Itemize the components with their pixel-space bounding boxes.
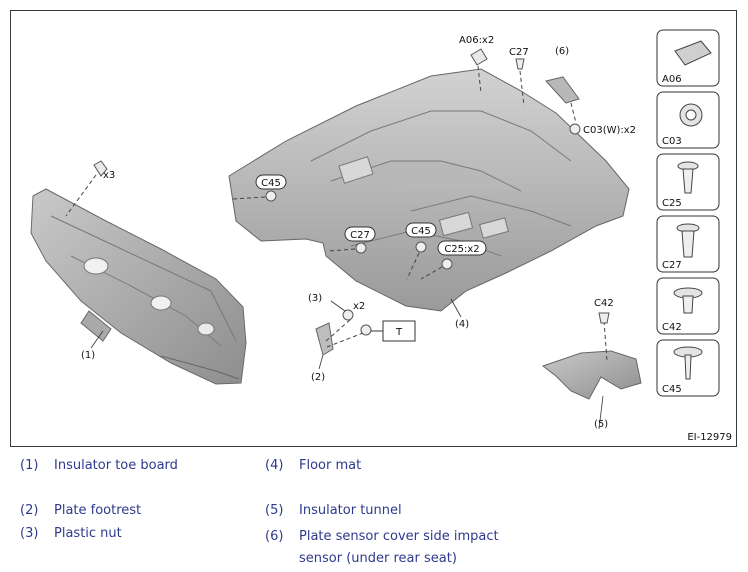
svg-text:C03: C03 <box>662 136 682 147</box>
toe-board-clip <box>65 160 108 217</box>
callout-c27-top: C27 <box>509 47 529 58</box>
svg-text:C42: C42 <box>662 322 682 333</box>
panel-c42: C42 <box>656 277 720 335</box>
callout-2: (2) <box>311 372 325 383</box>
legend: (1)Insulator toe board (2)Plate footrest… <box>20 458 499 566</box>
fastener-panels: A06 C03 C25 C27 <box>656 29 720 397</box>
c25-clip <box>420 258 453 280</box>
callout-5: (5) <box>594 419 608 430</box>
panel-c45: C45 <box>656 339 720 397</box>
c45-mid-clip <box>406 241 427 280</box>
callout-1: (1) <box>81 350 95 361</box>
callout-6: (6) <box>555 46 569 57</box>
torque-box: T <box>371 320 416 342</box>
svg-text:C45: C45 <box>261 178 281 189</box>
callout-c27-mid: C27 <box>344 226 376 242</box>
qty-x2: x2 <box>353 301 365 312</box>
callout-a06x2: A06:x2 <box>459 35 494 46</box>
callout-c25x2: C25:x2 <box>437 240 487 256</box>
callout-c03wx2: C03(W):x2 <box>583 125 636 136</box>
callout-3: (3) <box>308 293 322 304</box>
qty-x3: x3 <box>103 170 115 181</box>
panel-c03: C03 <box>656 91 720 149</box>
c27-mid-clip <box>328 242 367 254</box>
svg-text:C45: C45 <box>411 226 431 237</box>
plastic-nut <box>342 309 372 336</box>
a06-clip <box>470 48 488 94</box>
torque-label: T <box>395 327 403 338</box>
svg-text:C45: C45 <box>662 384 682 395</box>
parts-diagram: T C45 C27 C45 C25:x2 (1) (2) (3) (4) (5)… <box>10 10 737 447</box>
c03-clip <box>569 123 581 135</box>
callout-4: (4) <box>455 319 469 330</box>
diagram-canvas: T C45 C27 C45 C25:x2 (1) (2) (3) (4) (5)… <box>30 29 720 430</box>
panel-a06: A06 <box>656 29 720 87</box>
c45-left-clip <box>232 190 277 202</box>
svg-text:A06: A06 <box>662 74 682 85</box>
insulator-toe-board <box>30 188 247 385</box>
insulator-tunnel <box>541 312 642 400</box>
plate-footrest <box>315 318 364 356</box>
svg-text:C27: C27 <box>662 260 682 271</box>
svg-text:C27: C27 <box>350 230 370 241</box>
panel-c25: C25 <box>656 153 720 211</box>
callout-c45-mid: C45 <box>405 222 437 238</box>
callout-c45-left: C45 <box>255 174 287 190</box>
svg-text:C25: C25 <box>662 198 682 209</box>
floor-mat <box>228 68 630 312</box>
callout-c42: C42 <box>594 298 614 309</box>
figure-id: EI-12979 <box>687 432 732 443</box>
panel-c27: C27 <box>656 215 720 273</box>
c27-top-clip <box>515 58 525 107</box>
plate-sensor-cover <box>545 76 580 124</box>
svg-text:C25:x2: C25:x2 <box>444 244 479 255</box>
